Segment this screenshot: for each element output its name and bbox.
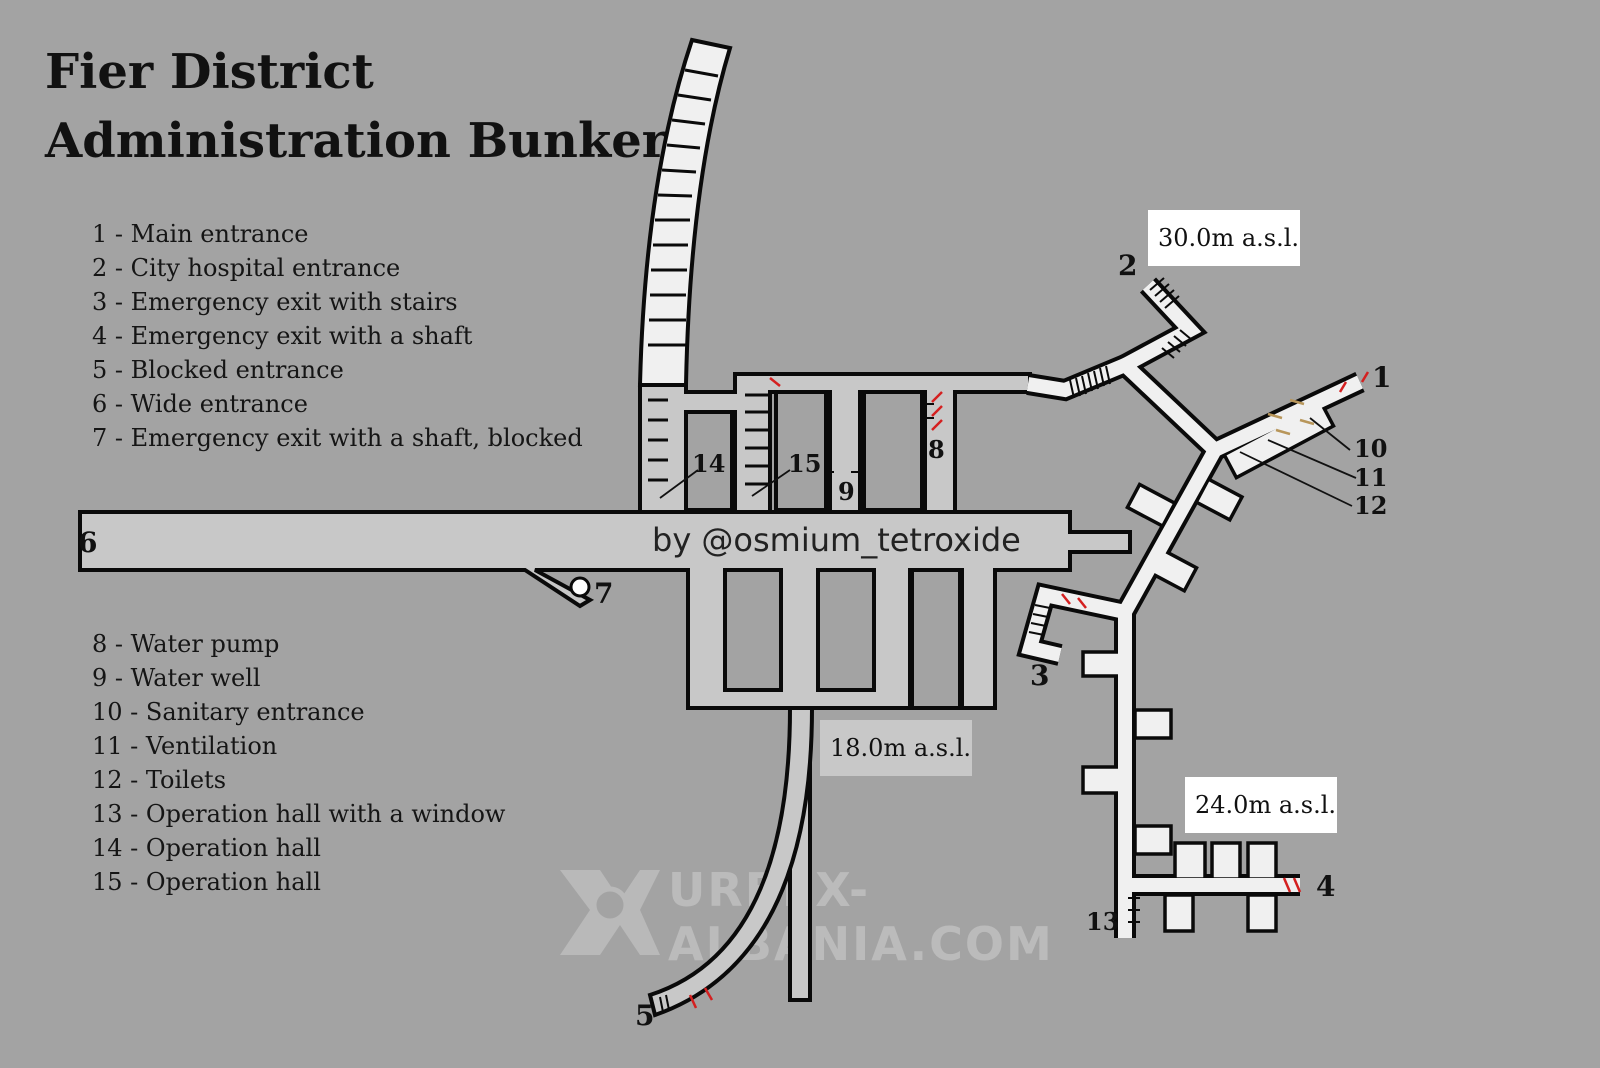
marker-10: 10 — [1354, 434, 1387, 463]
marker-11: 11 — [1354, 463, 1387, 492]
marker-9: 9 — [838, 477, 855, 506]
legend-top: 1 - Main entrance 2 - City hospital entr… — [92, 220, 583, 452]
water-pump-doors — [769, 377, 943, 431]
shaft-7-icon — [569, 576, 591, 598]
main-hall-block — [78, 372, 1132, 1002]
legend-item: 4 - Emergency exit with a shaft — [92, 322, 473, 350]
map-markers: 1 2 3 4 5 6 7 8 9 10 11 12 13 14 15 — [78, 249, 1391, 1032]
watermark-logo-icon — [560, 870, 660, 955]
legend-item: 9 - Water well — [92, 664, 261, 692]
marker-4: 4 — [1316, 870, 1335, 903]
legend-item: 7 - Emergency exit with a shaft, blocked — [92, 424, 583, 452]
legend-item: 8 - Water pump — [92, 630, 279, 658]
legend-item: 3 - Emergency exit with stairs — [92, 288, 458, 316]
legend-item: 14 - Operation hall — [92, 834, 321, 862]
legend-item: 1 - Main entrance — [92, 220, 308, 248]
legend-item: 13 - Operation hall with a window — [92, 800, 506, 828]
legend-bottom: 8 - Water pump 9 - Water well 10 - Sanit… — [92, 630, 506, 896]
marker-15: 15 — [788, 449, 821, 478]
map-title-line2: Administration Bunker — [44, 113, 668, 169]
author-credit: by @osmium_tetroxide — [652, 521, 1021, 559]
marker-8: 8 — [928, 435, 945, 464]
elevation-30-text: 30.0m a.s.l. — [1158, 224, 1299, 252]
marker-7: 7 — [594, 577, 613, 610]
north-stair-corridor — [637, 37, 733, 387]
legend-item: 15 - Operation hall — [92, 868, 321, 896]
elevation-24: 24.0m a.s.l. — [1185, 777, 1337, 833]
south-tunnel — [647, 706, 815, 1018]
legend-item: 12 - Toilets — [92, 766, 226, 794]
marker-6: 6 — [78, 526, 97, 559]
legend-item: 6 - Wide entrance — [92, 390, 308, 418]
marker-5: 5 — [635, 999, 654, 1032]
legend-item: 2 - City hospital entrance — [92, 254, 400, 282]
east-network — [1016, 277, 1370, 938]
legend-item: 11 - Ventilation — [92, 732, 277, 760]
marker-12: 12 — [1354, 491, 1387, 520]
elevation-24-text: 24.0m a.s.l. — [1195, 791, 1336, 819]
elevation-18: 18.0m a.s.l. — [820, 720, 972, 776]
marker-13: 13 — [1086, 907, 1119, 936]
marker-2: 2 — [1118, 249, 1137, 282]
marker-3: 3 — [1030, 659, 1049, 692]
legend-item: 10 - Sanitary entrance — [92, 698, 365, 726]
legend-item: 5 - Blocked entrance — [92, 356, 344, 384]
map-title-line1: Fier District — [45, 44, 374, 100]
marker-14: 14 — [692, 449, 725, 478]
elevation-18-text: 18.0m a.s.l. — [830, 734, 971, 762]
leader-lines — [659, 417, 1357, 507]
elevation-30: 30.0m a.s.l. — [1148, 210, 1300, 266]
marker-1: 1 — [1372, 361, 1391, 394]
